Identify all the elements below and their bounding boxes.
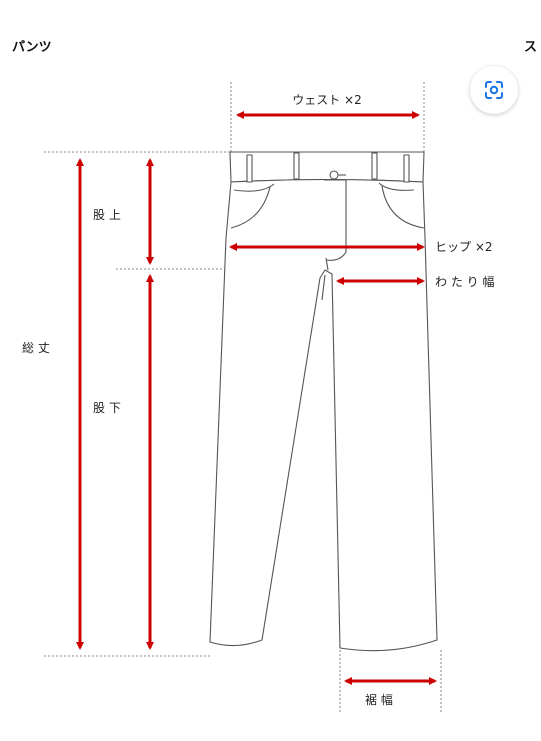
rise-label: 股 上 <box>93 208 121 222</box>
hip-label: ヒップ ×2 <box>435 240 493 254</box>
page-title: パンツ <box>12 40 52 55</box>
measurement-arrows <box>76 111 437 685</box>
lens-icon <box>485 81 503 99</box>
next-carousel-title[interactable]: ス <box>524 40 538 55</box>
pants-illustration <box>209 151 438 652</box>
inseam-label: 股 下 <box>93 401 121 415</box>
thigh-label: わ た り 幅 <box>435 274 494 289</box>
waist-label: ウェスト ×2 <box>292 93 362 107</box>
hem-label: 裾 幅 <box>365 692 393 707</box>
total-length-label: 総 丈 <box>22 341 50 355</box>
lens-search-button[interactable] <box>470 66 518 114</box>
